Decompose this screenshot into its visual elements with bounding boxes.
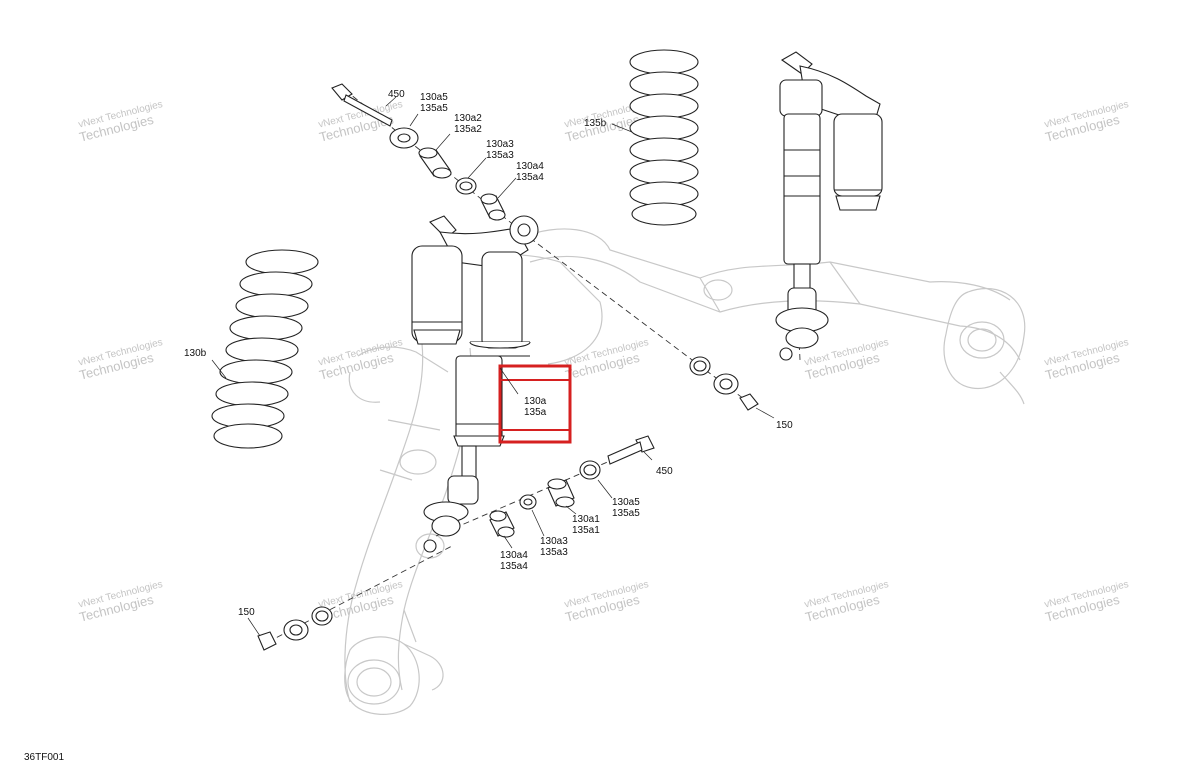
top-hardware [331, 83, 517, 221]
figure-code: 36TF001 [24, 752, 65, 763]
callout-135a5[interactable]: 135a5 [612, 508, 640, 519]
callout-450[interactable]: 450 [656, 466, 673, 477]
callout-150[interactable]: 150 [238, 607, 255, 618]
seal-top [455, 177, 477, 195]
callout-135a4[interactable]: 135a4 [516, 172, 544, 183]
callout-130a5[interactable]: 130a5 [612, 497, 640, 508]
bolt-mid [607, 435, 655, 465]
hardware-right [689, 356, 759, 411]
seal-mid-a5 [579, 460, 601, 480]
highlight-130a-135a[interactable]: 130a 135a [498, 364, 572, 444]
callout-135b[interactable]: 135b [584, 118, 607, 129]
watermarks: vNext Technologies Technologies vNext Te… [77, 99, 1130, 625]
callout-130a4[interactable]: 130a4 [500, 550, 528, 561]
bolt-top [331, 83, 393, 127]
highlight-box[interactable] [498, 364, 572, 444]
callout-130a4[interactable]: 130a4 [516, 161, 544, 172]
shock-absorber-rear [775, 51, 883, 361]
callout-130a[interactable]: 130a [524, 396, 547, 407]
bushing-mid-a1 [547, 478, 575, 508]
callout-135a2[interactable]: 135a2 [454, 124, 482, 135]
coil-spring-left [211, 249, 319, 449]
sleeve-mid-a4 [489, 510, 515, 538]
callout-135a4[interactable]: 135a4 [500, 561, 528, 572]
mid-hardware [247, 356, 775, 651]
coil-spring-rear [611, 49, 699, 226]
callout-130a3[interactable]: 130a3 [486, 139, 514, 150]
callout-130a1[interactable]: 130a1 [572, 514, 600, 525]
callout-450[interactable]: 450 [388, 89, 405, 100]
callout-130a2[interactable]: 130a2 [454, 113, 482, 124]
callout-135a5[interactable]: 135a5 [420, 103, 448, 114]
callout-135a[interactable]: 135a [524, 407, 547, 418]
callout-150[interactable]: 150 [776, 420, 793, 431]
sleeve-top [480, 193, 506, 221]
shock-absorber-front [411, 215, 539, 553]
callout-130a5[interactable]: 130a5 [420, 92, 448, 103]
seal-mid-a3 [519, 494, 537, 510]
washer-top [389, 127, 419, 149]
callout-130b[interactable]: 130b [184, 348, 207, 359]
callout-130a3[interactable]: 130a3 [540, 536, 568, 547]
callout-labels: 450 130a5 135a5 130a2 135a2 130a3 135a3 … [184, 89, 793, 618]
leader-line [499, 367, 519, 395]
hardware-left-bottom [257, 606, 333, 651]
callout-135a3[interactable]: 135a3 [486, 150, 514, 161]
control-arm-ghost [344, 228, 1026, 715]
callout-135a1[interactable]: 135a1 [572, 525, 600, 536]
callout-135a3[interactable]: 135a3 [540, 547, 568, 558]
bushing-top [418, 147, 452, 179]
